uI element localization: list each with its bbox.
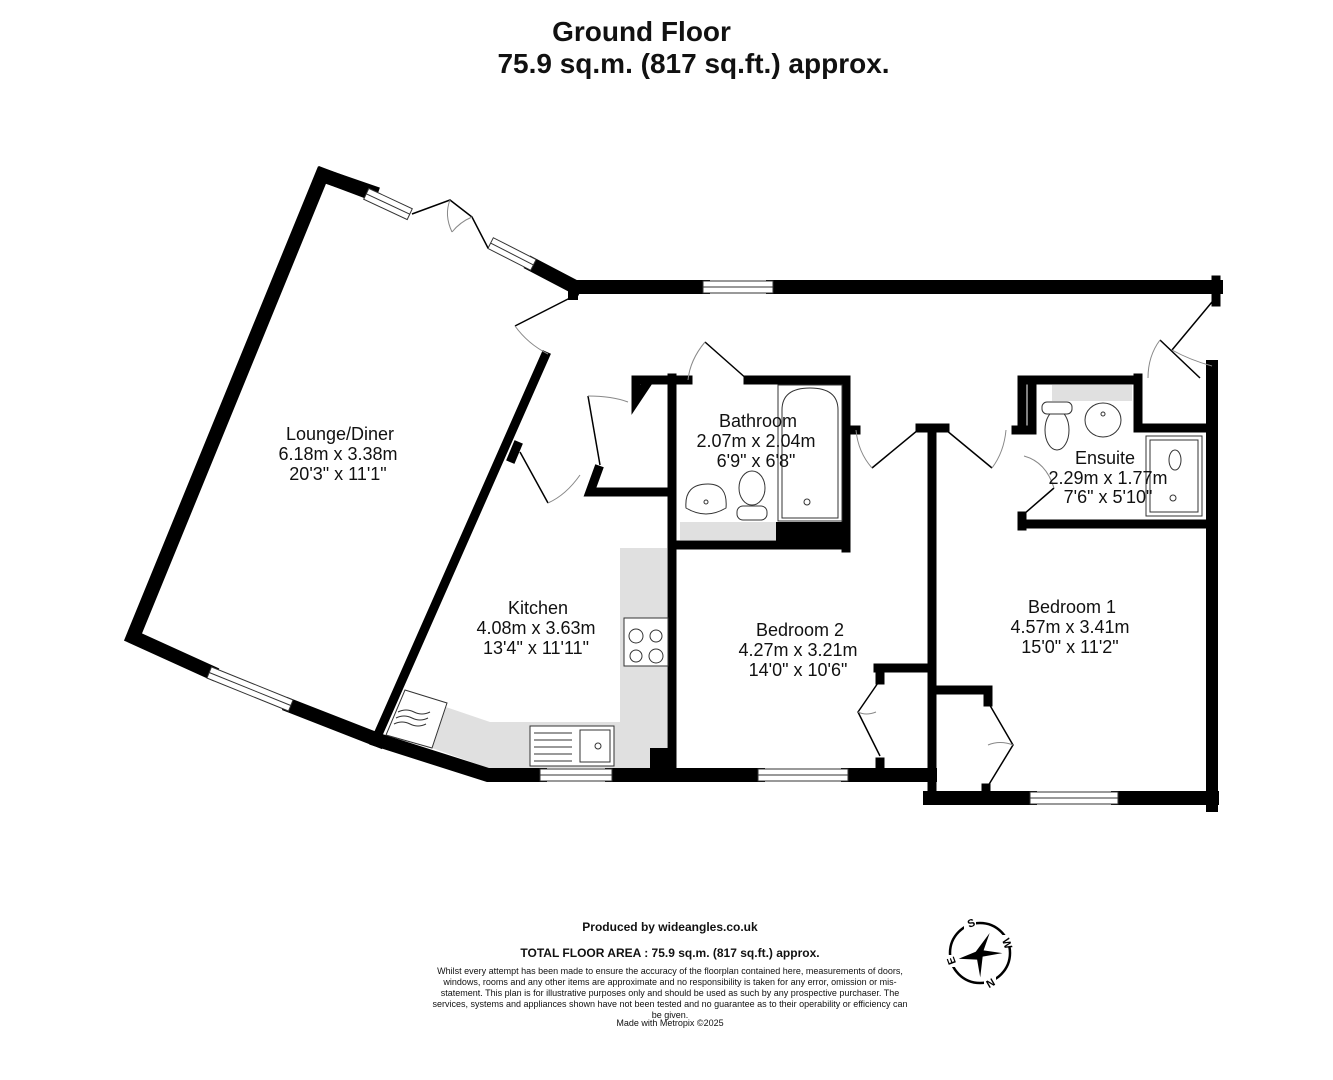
bath-icon bbox=[777, 384, 843, 522]
room-name-bathroom: Bathroom bbox=[719, 411, 797, 431]
produced-by: Produced by wideangles.co.uk bbox=[582, 920, 758, 934]
door-bathroom bbox=[704, 341, 749, 381]
room-imperial-kitchen: 13'4" x 11'11" bbox=[483, 638, 589, 658]
room-metric-bedroom2: 4.27m x 3.21m bbox=[738, 640, 857, 660]
washing-machine-icon bbox=[385, 689, 448, 749]
toilet-icon bbox=[736, 401, 1073, 521]
room-name-bedroom2: Bedroom 2 bbox=[756, 620, 844, 640]
plan-title: Ground Floor bbox=[552, 16, 731, 47]
room-labels: Lounge/Diner 6.18m x 3.38m 20'3" x 11'1"… bbox=[278, 411, 1167, 680]
room-imperial-bedroom2: 14'0" x 10'6" bbox=[749, 660, 848, 680]
door-lounge-french bbox=[411, 199, 489, 249]
wall-blocks bbox=[568, 288, 846, 773]
sink-icon bbox=[529, 725, 615, 767]
doors[interactable] bbox=[411, 199, 1213, 787]
door-lounge-hall bbox=[514, 297, 571, 327]
room-imperial-bedroom1: 15'0" x 11'2" bbox=[1021, 637, 1118, 657]
room-name-ensuite: Ensuite bbox=[1075, 448, 1135, 468]
compass-icon: S W N E bbox=[944, 917, 1014, 991]
door-kitchen bbox=[519, 451, 549, 504]
room-metric-bathroom: 2.07m x 2.04m bbox=[696, 431, 815, 451]
basin-icon bbox=[685, 402, 1122, 515]
room-imperial-lounge: 20'3" x 11'1" bbox=[289, 464, 386, 484]
room-metric-bedroom1: 4.57m x 3.41m bbox=[1010, 617, 1129, 637]
room-name-lounge: Lounge/Diner bbox=[286, 424, 394, 444]
compass-label-e: E bbox=[945, 955, 959, 966]
room-metric-ensuite: 2.29m x 1.77m bbox=[1048, 468, 1167, 488]
disclaimer: Whilst every attempt has been made to en… bbox=[432, 966, 908, 1020]
plan-area-subtitle: 75.9 sq.m. (817 sq.ft.) approx. bbox=[497, 48, 890, 79]
room-name-bedroom1: Bedroom 1 bbox=[1028, 597, 1116, 617]
compass-label-s: S bbox=[966, 917, 977, 931]
shower-icon bbox=[1145, 435, 1203, 517]
windows[interactable] bbox=[206, 187, 1119, 805]
made-with: Made with Metropix ©2025 bbox=[616, 1018, 724, 1028]
door-bedroom1 bbox=[945, 429, 993, 469]
room-imperial-ensuite: 7'6" x 5'10" bbox=[1064, 487, 1153, 507]
hob-icon bbox=[623, 617, 669, 667]
room-name-kitchen: Kitchen bbox=[508, 598, 568, 618]
compass-label-w: W bbox=[999, 937, 1014, 951]
wardrobe-bedroom2 bbox=[857, 679, 881, 757]
total-floor-area: TOTAL FLOOR AREA : 75.9 sq.m. (817 sq.ft… bbox=[520, 946, 820, 960]
door-ensuite bbox=[1023, 487, 1055, 515]
walls bbox=[123, 165, 1223, 812]
room-imperial-bathroom: 6'9" x 6'8" bbox=[717, 451, 796, 471]
door-cupboard bbox=[587, 395, 601, 466]
door-front bbox=[1171, 301, 1213, 351]
room-metric-lounge: 6.18m x 3.38m bbox=[278, 444, 397, 464]
room-metric-kitchen: 4.08m x 3.63m bbox=[476, 618, 595, 638]
door-bedroom2 bbox=[871, 429, 919, 469]
